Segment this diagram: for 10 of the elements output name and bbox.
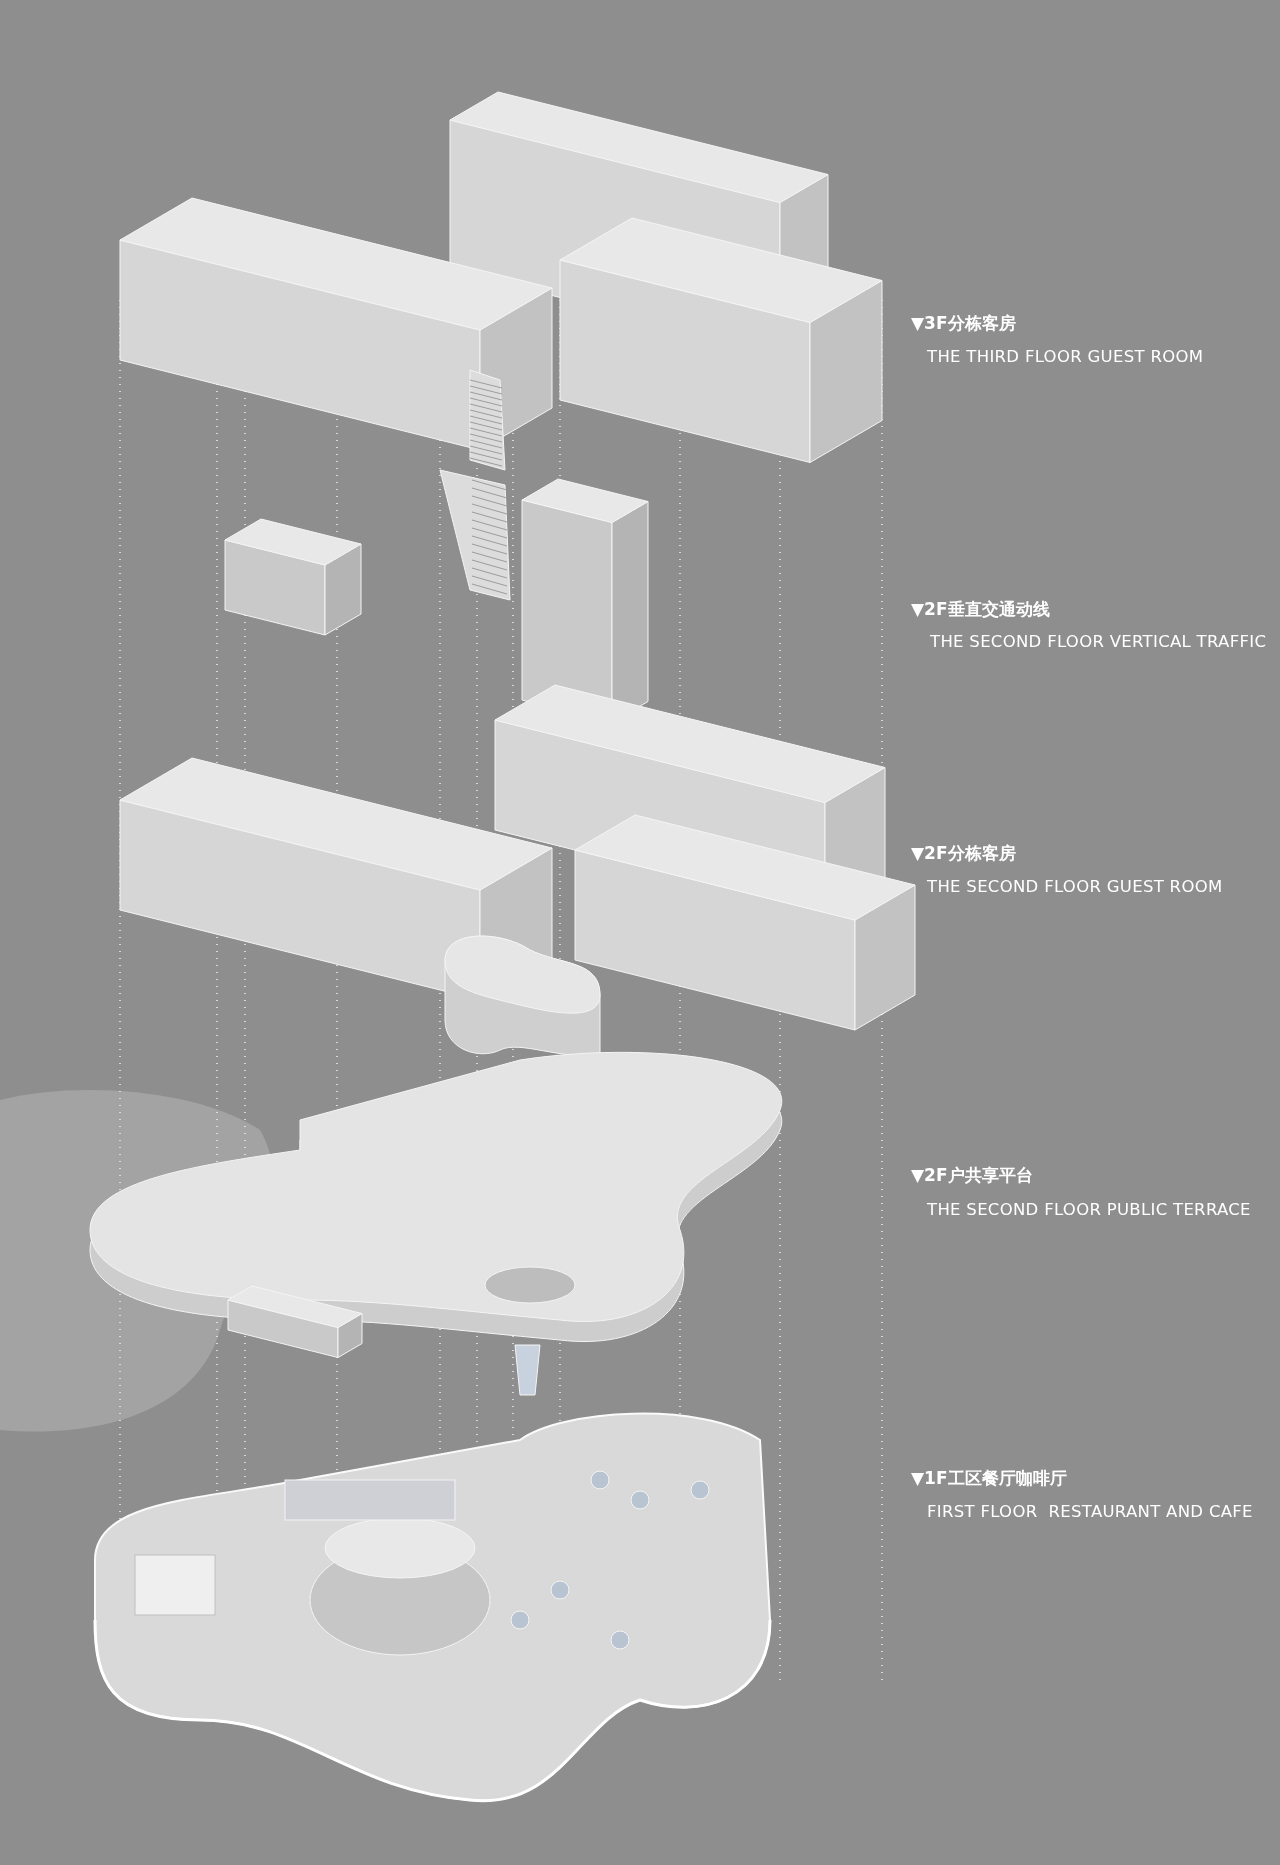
level-caption: THE SECOND FLOOR GUEST ROOM [927,877,1223,896]
level-heading: ▼3F分栋客房 [911,312,1016,335]
level-caption: THE SECOND FLOOR VERTICAL TRAFFIC [930,632,1267,651]
level-heading: ▼2F垂直交通动线 [911,598,1050,621]
level-caption: THE SECOND FLOOR PUBLIC TERRACE [927,1200,1251,1219]
level-caption: FIRST FLOOR RESTAURANT AND CAFE [927,1502,1253,1521]
level-heading: ▼2F分栋客房 [911,842,1016,865]
level-heading: ▼1F工区餐厅咖啡厅 [911,1467,1067,1490]
level-caption: THE THIRD FLOOR GUEST ROOM [927,347,1204,366]
level-heading: ▼2F户共享平台 [911,1164,1033,1187]
